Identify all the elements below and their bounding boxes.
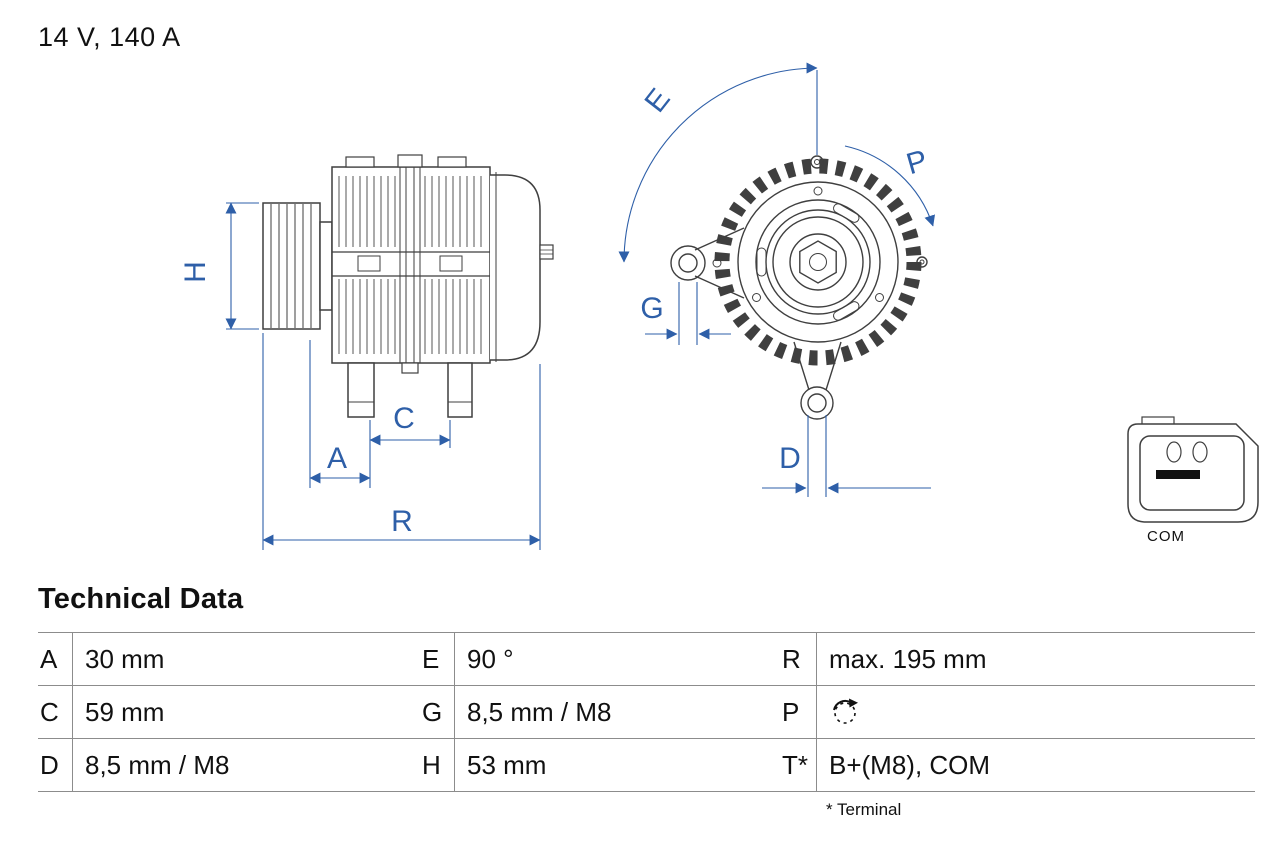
table-key-a: A — [38, 632, 72, 685]
com-connector — [1127, 416, 1259, 523]
table-value-a: 30 mm — [72, 632, 420, 685]
table-key-t: T* — [780, 738, 816, 791]
pulley — [262, 202, 333, 330]
table-value-p — [816, 685, 1255, 738]
dim-label-a: A — [327, 442, 347, 475]
connector-pin-cavity — [1192, 441, 1208, 463]
dim-label-g: G — [640, 292, 663, 325]
table-value-t: B+(M8), COM — [816, 738, 1255, 791]
rotation-direction-icon — [833, 698, 858, 724]
table-key-e: E — [420, 632, 454, 685]
technical-data-title: Technical Data — [38, 583, 244, 615]
alternator-side-view — [262, 154, 554, 418]
right-tab — [916, 256, 928, 268]
table-value-d: 8,5 mm / M8 — [72, 738, 420, 791]
front-view-dimensions — [618, 62, 935, 497]
shaft-hex-nut — [799, 240, 837, 284]
connector-pin-cavity — [1166, 441, 1182, 463]
technical-data-table: A 30 mm E 90 ° R max. 195 mm C 59 mm G 8… — [38, 632, 1255, 792]
technical-data-section: Technical Data A 30 mm E 90 ° R max. 195… — [38, 583, 1255, 820]
dim-label-r: R — [391, 505, 413, 538]
connector-label: COM — [1147, 528, 1185, 545]
dim-label-e: E — [639, 83, 677, 119]
dim-label-c: C — [393, 402, 415, 435]
table-key-c: C — [38, 685, 72, 738]
table-value-g: 8,5 mm / M8 — [454, 685, 780, 738]
bottom-mounting-lug — [793, 341, 842, 420]
rating-title: 14 V, 140 A — [38, 22, 181, 52]
table-value-e: 90 ° — [454, 632, 780, 685]
table-value-r: max. 195 mm — [816, 632, 1255, 685]
dim-label-h: H — [179, 261, 212, 283]
table-value-h: 53 mm — [454, 738, 780, 791]
technical-drawing: H A C R — [179, 62, 1259, 550]
table-key-d: D — [38, 738, 72, 791]
table-key-h: H — [420, 738, 454, 791]
table-value-c: 59 mm — [72, 685, 420, 738]
table-key-p: P — [780, 685, 816, 738]
connector-blade-terminal — [1156, 470, 1200, 479]
mounting-feet — [347, 362, 473, 418]
alternator-front-view — [670, 155, 928, 420]
stator-teeth-ring — [714, 158, 922, 366]
rear-housing — [490, 172, 554, 362]
terminal-footnote: * Terminal — [826, 800, 902, 819]
dim-label-d: D — [779, 442, 801, 475]
table-key-r: R — [780, 632, 816, 685]
stator-body — [331, 154, 491, 374]
side-view-dimensions — [225, 202, 541, 550]
dim-label-p: P — [903, 144, 931, 181]
table-key-g: G — [420, 685, 454, 738]
